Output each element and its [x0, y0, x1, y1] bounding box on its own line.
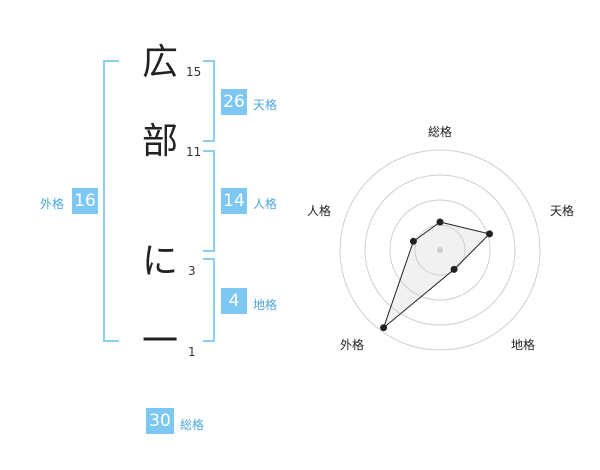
radar-label-tenkaku: 天格 — [550, 204, 575, 218]
jinkaku-label: 人格 — [253, 197, 278, 211]
soukaku-label: 総格 — [180, 418, 205, 432]
stroke-count-2: 11 — [186, 145, 202, 159]
radar-label-soukaku: 総格 — [428, 125, 453, 139]
stroke-count-1: 15 — [186, 65, 202, 79]
stroke-count-3: 3 — [188, 264, 196, 278]
jinkaku-bracket — [203, 150, 215, 252]
radar-ring — [389, 199, 491, 301]
soukaku-value: 30 — [146, 408, 174, 434]
radar-point-tenkaku — [486, 230, 493, 238]
radar-ring — [339, 149, 541, 351]
radar-center-dot — [437, 247, 443, 253]
name-char-4: 一 — [141, 321, 178, 362]
tenkaku-bracket — [203, 60, 215, 142]
chikaku-value: 4 — [221, 288, 247, 314]
chikaku-bracket — [203, 258, 215, 342]
gaikaku-bracket — [103, 60, 119, 342]
radar-svg — [339, 149, 541, 351]
name-char-1: 広 — [141, 42, 178, 83]
radar-label-chikaku: 地格 — [511, 338, 536, 352]
radar-point-soukaku — [436, 218, 444, 226]
stroke-count-4: 1 — [188, 345, 196, 359]
radar-point-jinkaku — [409, 237, 417, 245]
tenkaku-value: 26 — [221, 89, 247, 115]
radar-label-jinkaku: 人格 — [307, 204, 332, 218]
jinkaku-value: 14 — [221, 188, 247, 214]
radar-point-chikaku — [450, 265, 458, 273]
chikaku-label: 地格 — [253, 298, 278, 312]
gaikaku-value: 16 — [72, 188, 98, 214]
name-char-2: 部 — [141, 121, 178, 162]
tenkaku-label: 天格 — [253, 98, 278, 112]
radar-chart — [330, 140, 550, 360]
name-char-3: に — [141, 241, 178, 282]
radar-ring — [364, 174, 516, 326]
radar-polygon — [382, 221, 491, 330]
radar-label-gaikaku: 外格 — [340, 338, 365, 352]
gaikaku-label: 外格 — [40, 197, 65, 211]
radar-point-gaikaku — [380, 324, 388, 332]
